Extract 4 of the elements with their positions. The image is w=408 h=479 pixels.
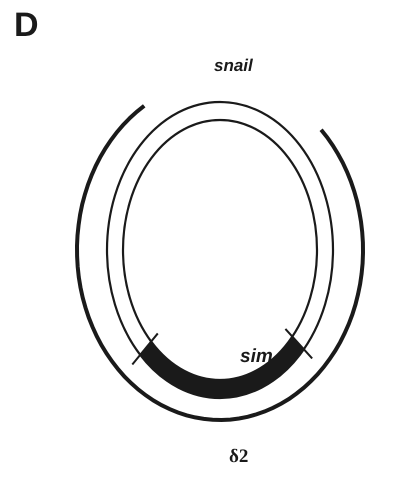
gene-label: δ2	[229, 446, 248, 468]
panel-letter: D	[14, 6, 39, 45]
gene-label: sim	[240, 346, 273, 368]
gene-label: snail	[214, 56, 253, 76]
